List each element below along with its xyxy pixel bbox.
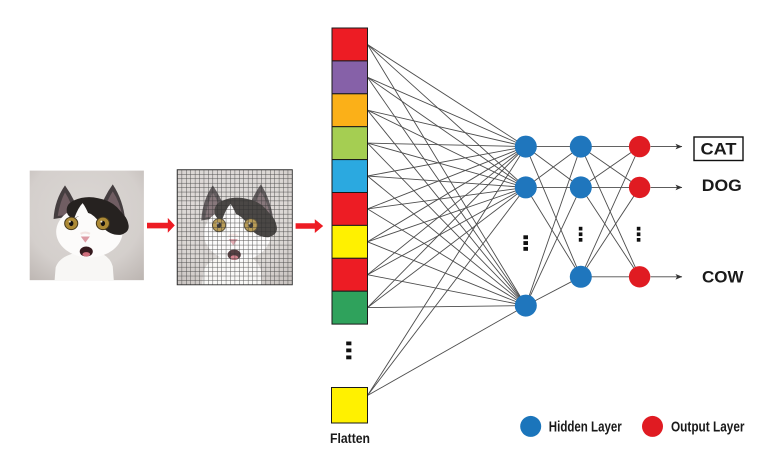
svg-text:COW: COW <box>702 269 744 287</box>
svg-text:DOG: DOG <box>702 177 742 195</box>
svg-text:Output Layer: Output Layer <box>671 419 745 436</box>
svg-text:Flatten: Flatten <box>330 431 370 446</box>
svg-text:Hidden Layer: Hidden Layer <box>549 419 622 436</box>
svg-text:CAT: CAT <box>701 141 737 159</box>
